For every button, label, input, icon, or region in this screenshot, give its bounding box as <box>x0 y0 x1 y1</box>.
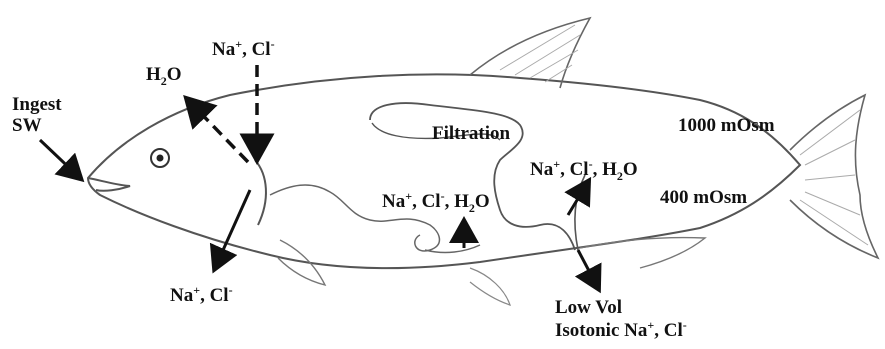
seawater-osmolarity-label: 1000 mOsm <box>678 116 775 137</box>
ingest-label-line2: SW <box>12 115 42 136</box>
ingest-arrow <box>40 140 80 178</box>
gill-excretion-arrow <box>215 190 250 268</box>
kidney-ions-label: Na+, Cl-, H2O <box>530 158 638 183</box>
urine-label: Low Vol Isotonic Na+, Cl- <box>555 298 687 342</box>
kidney-reabsorption-arrow <box>568 182 588 215</box>
water-label: H2O <box>146 65 182 88</box>
fish-mouth <box>88 178 130 191</box>
ureter <box>575 175 585 250</box>
urine-label-line1: Low Vol <box>555 297 622 318</box>
tail-fin <box>790 95 878 258</box>
gill-cover <box>255 160 266 225</box>
ingest-label: Ingest SW <box>12 95 62 137</box>
ingest-label-line1: Ingest <box>12 94 62 115</box>
gill-excretion-label: Na+, Cl- <box>170 284 233 307</box>
anal-fin <box>580 237 705 268</box>
ion-influx-label: Na+, Cl- <box>212 38 275 61</box>
fish-osmolarity-label: 400 mOsm <box>660 188 747 209</box>
filtration-label: Filtration <box>432 124 510 145</box>
rear-ventral-fin <box>470 268 510 305</box>
fish-body-outline <box>88 74 800 268</box>
urine-arrow <box>578 250 598 288</box>
water-loss-arrow <box>188 100 248 162</box>
gut-ions-label: Na+, Cl-, H2O <box>382 190 490 215</box>
